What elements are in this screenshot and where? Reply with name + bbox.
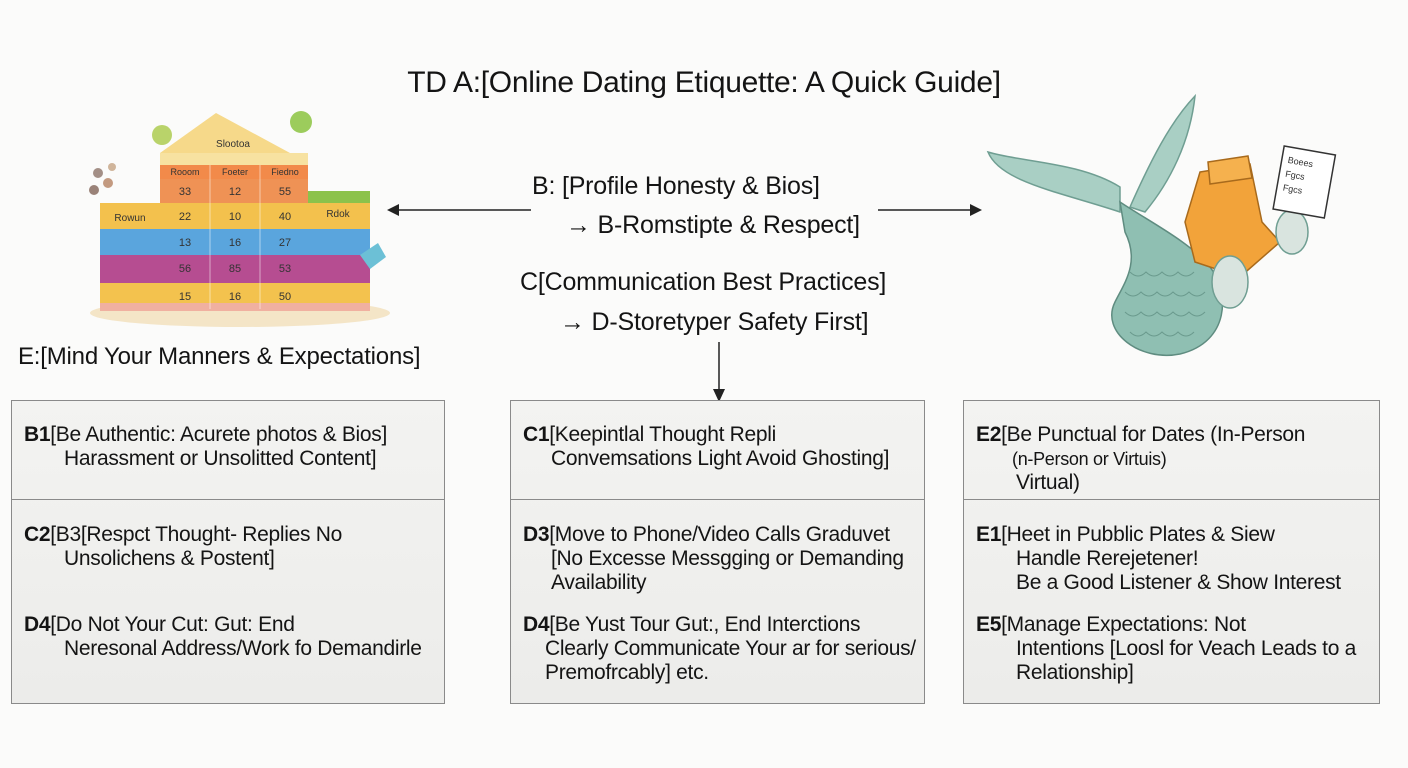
- building-roof-label: Slootoa: [216, 139, 250, 150]
- panel-middle: C1[Keepintlal Thought Repli Convemsation…: [510, 400, 925, 704]
- entry-e5: E5[Manage Expectations: Not Intentions […: [976, 613, 1357, 684]
- mermaid-illustration: Boees Fgcs Fgcs: [986, 93, 1337, 356]
- arrow-right-icon: [878, 204, 982, 216]
- svg-text:85: 85: [229, 263, 241, 275]
- card-line-1: Boees: [1287, 155, 1314, 169]
- entry-b1: B1[Be Authentic: Acurete photos & Bios] …: [24, 423, 388, 470]
- panel-divider: [511, 499, 924, 500]
- section-b-subtitle: → B-Romstipte & Respect]: [566, 211, 860, 239]
- leaf-icon-right: [290, 111, 312, 133]
- svg-text:27: 27: [279, 237, 291, 249]
- building-col-2: Foeter: [222, 167, 248, 177]
- panel-right: E2[Be Punctual for Dates (In-Person (n-P…: [963, 400, 1380, 704]
- svg-text:16: 16: [229, 237, 241, 249]
- panel-divider: [12, 499, 444, 500]
- section-c-subtitle: → D-Storetyper Safety First]: [560, 308, 869, 336]
- leaf-icon: [152, 125, 172, 145]
- card-line-3: Fgcs: [1282, 182, 1303, 195]
- svg-text:16: 16: [229, 291, 241, 303]
- svg-text:12: 12: [229, 186, 241, 198]
- building-left-label: Rowun: [114, 213, 145, 224]
- mermaid-card: [1272, 145, 1337, 219]
- svg-text:22: 22: [179, 211, 191, 223]
- section-e-heading: E:[Mind Your Manners & Expectations]: [18, 343, 421, 370]
- building-illustration: Slootoa Rooom Foeter Fiedno Rowun Rdok 3…: [89, 111, 390, 327]
- panel-divider: [964, 499, 1379, 500]
- svg-text:55: 55: [279, 186, 291, 198]
- svg-text:15: 15: [179, 291, 191, 303]
- entry-c1: C1[Keepintlal Thought Repli Convemsation…: [523, 423, 890, 470]
- svg-text:50: 50: [279, 291, 291, 303]
- entry-d4-middle: D4[Be Yust Tour Gut:, End Interctions Cl…: [523, 613, 916, 684]
- section-c-title: C[Communication Best Practices]: [520, 268, 887, 296]
- entry-e1: E1[Heet in Pubblic Plates & Siew Handle …: [976, 523, 1341, 594]
- arrow-down-icon: [713, 342, 725, 402]
- entry-e2: E2[Be Punctual for Dates (In-Person (n-P…: [976, 423, 1306, 494]
- building-right-label: Rdok: [326, 209, 350, 220]
- section-b-title: B: [Profile Honesty & Bios]: [532, 172, 820, 200]
- entry-c2: C2[B3[Respct Thought- Replies No Unsolic…: [24, 523, 343, 570]
- svg-text:33: 33: [179, 186, 191, 198]
- building-col-3: Fiedno: [271, 167, 299, 177]
- card-line-2: Fgcs: [1285, 169, 1306, 182]
- svg-text:13: 13: [179, 237, 191, 249]
- panel-left: B1[Be Authentic: Acurete photos & Bios] …: [11, 400, 445, 704]
- entry-d3: D3[Move to Phone/Video Calls Graduvet [N…: [523, 523, 904, 594]
- arrow-left-icon: [387, 204, 531, 216]
- svg-text:53: 53: [279, 263, 291, 275]
- svg-text:40: 40: [279, 211, 291, 223]
- svg-text:56: 56: [179, 263, 191, 275]
- svg-text:10: 10: [229, 211, 241, 223]
- building-col-1: Rooom: [170, 167, 199, 177]
- page-title: TD A:[Online Dating Etiquette: A Quick G…: [407, 66, 1001, 99]
- entry-d4: D4[Do Not Your Cut: Gut: End Neresonal A…: [24, 613, 422, 660]
